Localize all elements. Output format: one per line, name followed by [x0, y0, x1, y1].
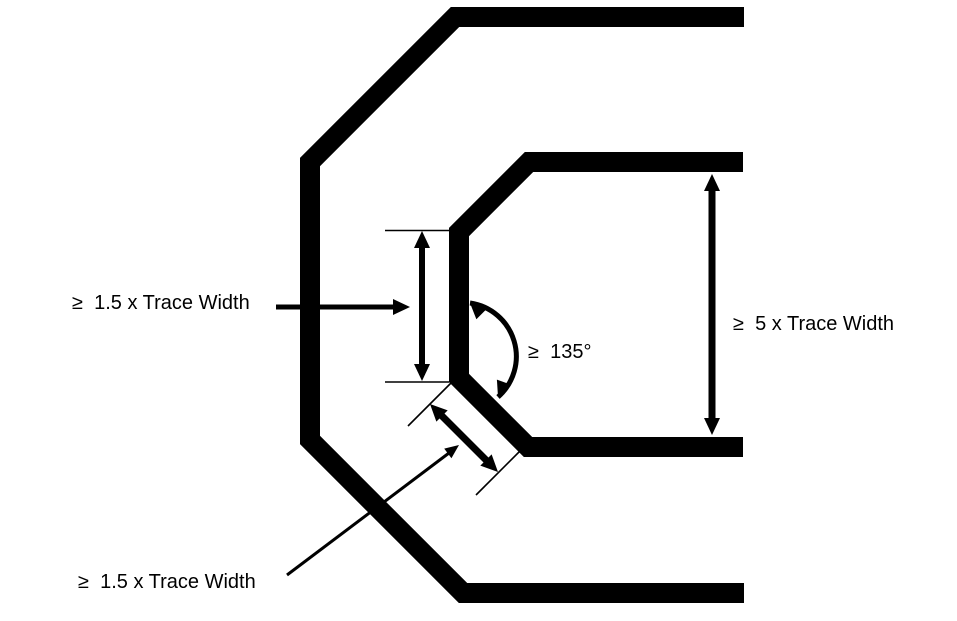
- arrowhead-right-icon: [393, 299, 410, 315]
- arrowhead-up-right-icon: [444, 445, 459, 459]
- arrowhead-down-right-icon: [480, 454, 498, 472]
- arrowhead-up-left-icon: [430, 404, 448, 422]
- label-bend-angle: ≥ 135°: [528, 341, 591, 363]
- label-trace-spacing: ≥ 5 x Trace Width: [733, 313, 894, 335]
- trace-spacing-dimension: [704, 174, 720, 435]
- diagonal-dimension-shaft: [436, 410, 492, 466]
- outer-trace: [300, 7, 744, 603]
- arrowhead-down-icon: [704, 418, 720, 435]
- arc-arrowhead-upper-icon: [470, 303, 487, 320]
- arc-arrowhead-lower-icon: [496, 379, 511, 397]
- arrowhead-down-icon: [414, 364, 430, 381]
- arrowhead-up-icon: [414, 231, 430, 248]
- bottom-leader-arrow: [286, 445, 459, 577]
- vertical-segment-dimension: [385, 229, 449, 383]
- bend-angle-arc: [469, 300, 519, 399]
- bottom-leader-shaft: [286, 451, 450, 577]
- diagonal-segment-dimension: [407, 381, 521, 496]
- inner-trace: [449, 152, 743, 457]
- diagonal-tick-lower: [475, 450, 521, 496]
- label-vertical-segment: ≥ 1.5 x Trace Width: [72, 292, 250, 314]
- arrowhead-up-icon: [704, 174, 720, 191]
- label-diagonal-segment: ≥ 1.5 x Trace Width: [78, 571, 256, 593]
- left-leader-arrow: [276, 299, 410, 315]
